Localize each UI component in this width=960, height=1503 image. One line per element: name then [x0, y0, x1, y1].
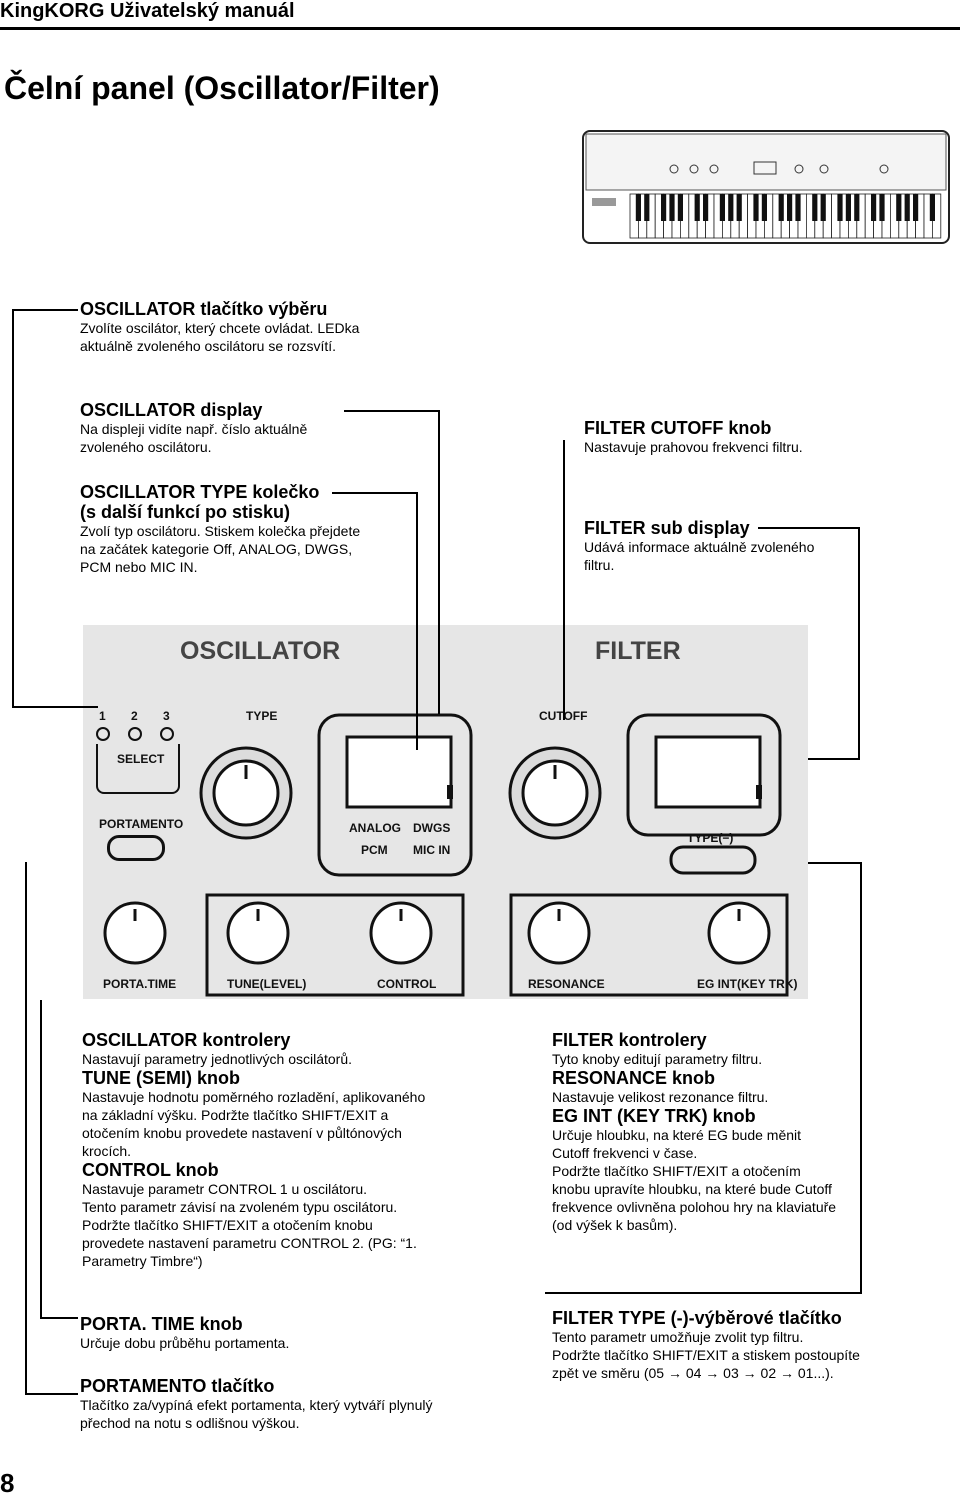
page-number: 8	[0, 1468, 15, 1498]
eg-int-knob[interactable]	[707, 901, 771, 965]
control-knob[interactable]	[369, 901, 433, 965]
black-key	[929, 194, 935, 221]
osc-knob-group-box	[205, 893, 465, 997]
black-key	[778, 194, 784, 221]
knob-label-control: CONTROL	[377, 977, 437, 991]
knob-label-resonance: RESONANCE	[528, 977, 605, 991]
led-label-1: 1	[99, 709, 106, 723]
black-key	[896, 194, 902, 221]
resonance-knob[interactable]	[527, 901, 591, 965]
black-key	[728, 194, 734, 221]
annotation-portamento: PORTAMENTO tlačítko Tlačítko za/vypíná e…	[80, 1376, 433, 1431]
panel-graphics	[103, 713, 789, 997]
led-label-3: 3	[163, 709, 170, 723]
black-key	[871, 194, 877, 221]
black-key	[845, 194, 851, 221]
knob-label-eg-int: EG INT(KEY TRK)	[697, 977, 798, 991]
keyboard-thumbnail	[582, 130, 950, 244]
black-key	[677, 194, 683, 221]
annotation-osc-select: OSCILLATOR tlačítko výběru Zvolíte oscil…	[80, 299, 360, 354]
annotation-filter-sub-display: FILTER sub display Udává informace aktuá…	[584, 518, 815, 573]
osc-display-frame	[317, 713, 473, 877]
category-dwgs: DWGS	[413, 821, 451, 835]
annotation-filter-cutoff: FILTER CUTOFF knob Nastavuje prahovou fr…	[584, 418, 803, 455]
annotation-filter-type: FILTER TYPE (-)-výběrové tlačítko Tento …	[552, 1308, 860, 1381]
filter-knob-group-box	[509, 893, 789, 997]
black-key	[661, 194, 667, 221]
black-key	[644, 194, 650, 221]
select-bracket	[96, 744, 180, 794]
knob-label-tune: TUNE(LEVEL)	[227, 977, 307, 991]
black-key	[694, 194, 700, 221]
osc-controls-text: OSCILLATOR kontrolery Nastavují parametr…	[82, 1030, 426, 1269]
front-panel-illustration: OSCILLATOR FILTER 1 2 3 SELECT PORTAMENT…	[83, 625, 808, 999]
type-knob[interactable]	[199, 746, 293, 840]
porta-time-knob[interactable]	[103, 901, 167, 965]
black-key	[736, 194, 742, 221]
keyboard-illustration	[585, 133, 947, 239]
type-minus-label: TYPE(−)	[687, 831, 734, 845]
tune-knob[interactable]	[226, 901, 290, 965]
black-key	[635, 194, 641, 221]
black-key	[837, 194, 843, 221]
black-key	[753, 194, 759, 221]
osc-led-2	[128, 727, 142, 741]
osc-led-3	[160, 727, 174, 741]
black-key	[719, 194, 725, 221]
black-key	[787, 194, 793, 221]
knob-label-porta-time: PORTA.TIME	[103, 977, 177, 991]
black-key	[904, 194, 910, 221]
select-label: SELECT	[117, 752, 165, 766]
black-key	[703, 194, 709, 221]
annotation-porta-time: PORTA. TIME knob Určuje dobu průběhu por…	[80, 1314, 290, 1351]
header-rule	[0, 27, 960, 30]
type-label: TYPE	[246, 709, 278, 723]
black-key	[820, 194, 826, 221]
cutoff-knob[interactable]	[508, 746, 602, 840]
black-key	[879, 194, 885, 221]
filter-controls-text: FILTER kontrolery Tyto knoby editují par…	[552, 1030, 837, 1233]
manual-header: KingKORG Uživatelský manuál	[0, 0, 295, 22]
led-label-2: 2	[131, 709, 138, 723]
black-key	[854, 194, 860, 221]
category-pcm: PCM	[361, 843, 388, 857]
black-key	[913, 194, 919, 221]
annotation-osc-type: OSCILLATOR TYPE kolečko (s další funkcí …	[80, 482, 361, 575]
portamento-button[interactable]	[107, 835, 165, 861]
black-key	[795, 194, 801, 221]
category-mic-in: MIC IN	[413, 843, 451, 857]
filter-sub-display-frame	[626, 713, 782, 837]
osc-led-1	[96, 727, 110, 741]
page-title: Čelní panel (Oscillator/Filter)	[4, 70, 440, 106]
annotation-osc-display: OSCILLATOR display Na displeji vidíte na…	[80, 400, 308, 455]
portamento-label: PORTAMENTO	[99, 817, 184, 831]
black-key	[761, 194, 767, 221]
panel-filter-title: FILTER	[595, 637, 681, 665]
panel-oscillator-title: OSCILLATOR	[180, 637, 341, 665]
type-minus-button[interactable]	[669, 845, 757, 875]
black-key	[669, 194, 675, 221]
black-key	[812, 194, 818, 221]
category-analog: ANALOG	[349, 821, 401, 835]
